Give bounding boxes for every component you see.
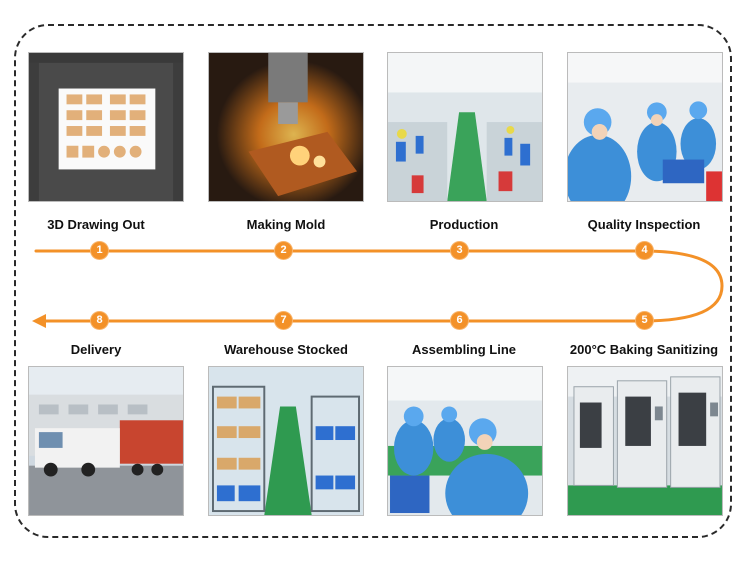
step-1-label: 3D Drawing Out — [47, 217, 145, 232]
photo-quality-inspection — [567, 52, 723, 202]
step-4-label: Quality Inspection — [587, 217, 701, 232]
step-8-marker: 8 — [91, 312, 108, 329]
step-5-label: 200°C Baking Sanitizing — [569, 342, 719, 357]
step-7-marker: 7 — [275, 312, 292, 329]
step-3-label: Production — [429, 217, 499, 232]
dashed-frame — [14, 24, 732, 538]
step-1-marker: 1 — [91, 242, 108, 259]
photo-production — [387, 52, 543, 202]
step-6-label: Assembling Line — [411, 342, 517, 357]
photo-assembling-line — [387, 366, 543, 516]
step-2-label: Making Mold — [246, 217, 326, 232]
step-8-label: Delivery — [70, 342, 122, 357]
photo-3d-drawing — [28, 52, 184, 202]
step-5-marker: 5 — [636, 312, 653, 329]
step-7-label: Warehouse Stocked — [224, 342, 348, 357]
photo-making-mold — [208, 52, 364, 202]
photo-delivery — [28, 366, 184, 516]
step-4-marker: 4 — [636, 242, 653, 259]
photo-baking-sanitizing — [567, 366, 723, 516]
step-3-marker: 3 — [451, 242, 468, 259]
step-6-marker: 6 — [451, 312, 468, 329]
photo-warehouse-stocked — [208, 366, 364, 516]
step-2-marker: 2 — [275, 242, 292, 259]
